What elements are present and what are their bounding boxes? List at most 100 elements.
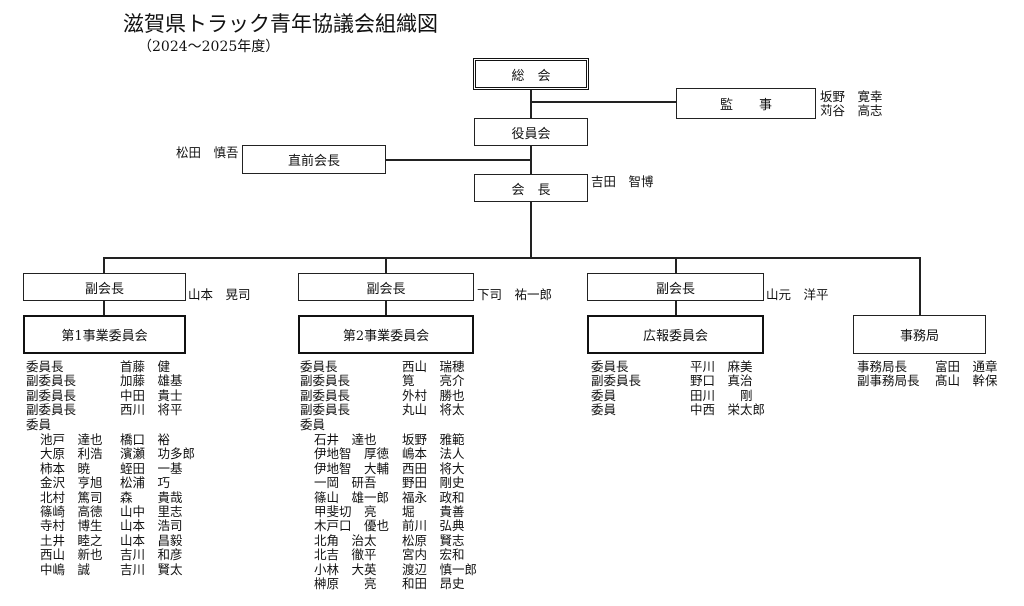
connector-vice-committee-3	[675, 300, 677, 315]
member-name: 筧 亮介	[402, 373, 465, 389]
connector-branch-2	[385, 257, 387, 273]
president-box: 会 長	[474, 174, 588, 202]
role-label: 副委員長	[26, 402, 77, 418]
role-label: 委員	[591, 387, 617, 403]
member-name: 西山 瑞穂	[402, 359, 465, 374]
member-name: 坂野 雅範	[402, 432, 465, 447]
connector-assembly-officers	[530, 90, 532, 118]
role-label: 事務局長	[857, 359, 908, 374]
auditor-box: 監 事	[676, 88, 816, 119]
secretariat-box: 事務局	[853, 315, 986, 354]
member-name: 土井 睦之	[40, 532, 103, 548]
role-label: 副委員長	[300, 373, 351, 389]
member-name: 野田 剛史	[402, 475, 465, 491]
member-name: 山本 昌毅	[120, 532, 183, 548]
member-name: 渡辺 慎一郎	[402, 561, 478, 577]
member-name: 山中 里志	[120, 503, 183, 519]
committee-2-members-b: 坂野 雅範 嶋本 法人 西田 将大 野田 剛史 福永 政和 堀 貴善 前川 弘典…	[402, 432, 478, 591]
vice-president-name-2: 下司 祐一郎	[477, 287, 553, 302]
former-president-name: 松田 慎吾	[176, 145, 239, 160]
role-label: 委員	[591, 402, 617, 418]
member-name: 北村 篤司	[40, 489, 103, 505]
connector-officers-president	[530, 146, 532, 174]
committee-1-role-names: 首藤 健 加藤 雄基 中田 貴士 西川 将平	[120, 359, 183, 418]
connector-former-president	[386, 159, 531, 161]
member-name: 富田 通章	[935, 359, 998, 374]
connector-branch-1	[103, 257, 105, 273]
member-name: 吉川 和彦	[120, 547, 183, 563]
role-label: 委員長	[591, 359, 629, 374]
former-president-box: 直前会長	[242, 145, 386, 174]
member-name: 野口 真治	[690, 373, 753, 389]
member-name: 蛭田 一基	[120, 460, 183, 476]
role-label: 副委員長	[26, 387, 77, 403]
member-name: 松浦 巧	[120, 475, 171, 491]
member-name: 寺村 博生	[40, 518, 103, 534]
member-name: 髙山 幹保	[935, 373, 998, 389]
committee-2-members-a: 石井 達也 伊地智 厚徳 伊地智 大輔 一岡 研吾 篠山 雄一郎 甲斐切 亮 木…	[314, 432, 390, 591]
committee-1-members-b: 橋口 裕 濱瀬 功多郎 蛭田 一基 松浦 巧 森 貴哉 山中 里志 山本 浩司 …	[120, 432, 196, 577]
member-name: 宮内 宏和	[402, 547, 465, 563]
auditor-name-2: 苅谷 高志	[820, 103, 883, 118]
member-name: 中嶋 誠	[40, 561, 91, 577]
vice-president-box-1: 副会長	[23, 273, 186, 301]
member-name: 首藤 健	[120, 359, 171, 374]
connector-auditor	[531, 101, 676, 103]
member-name: 福永 政和	[402, 489, 465, 505]
pr-committee-box: 広報委員会	[587, 315, 764, 354]
role-label: 委員長	[300, 359, 338, 374]
member-name: 北角 治太	[314, 532, 377, 548]
member-name: 丸山 将太	[402, 402, 465, 418]
member-name: 小林 大英	[314, 561, 377, 577]
member-name: 松原 賢志	[402, 532, 465, 548]
connector-president-bus	[530, 202, 532, 258]
committee-2-role-names: 西山 瑞穂 筧 亮介 外村 勝也 丸山 将太	[402, 359, 465, 418]
member-name: 榊原 亮	[314, 575, 377, 591]
connector-branch-3	[675, 257, 677, 273]
member-name: 一岡 研吾	[314, 475, 377, 491]
committee-1-roles: 委員長 副委員長 副委員長 副委員長 委員	[26, 359, 77, 432]
member-name: 北吉 徹平	[314, 547, 377, 563]
role-label: 委員長	[26, 359, 64, 374]
member-name: 甲斐切 亮	[314, 503, 377, 519]
role-label: 副委員長	[300, 387, 351, 403]
role-label: 副委員長	[591, 373, 642, 389]
committee-1-members-a: 池戸 達也 大原 利浩 柿本 暁 金沢 亨旭 北村 篤司 篠崎 高徳 寺村 博生…	[40, 432, 103, 577]
member-name: 大原 利浩	[40, 446, 103, 462]
member-name: 田川 剛	[690, 387, 753, 403]
member-name: 石井 達也	[314, 432, 377, 447]
member-name: 西川 将平	[120, 402, 183, 418]
member-name: 西山 新也	[40, 547, 103, 563]
auditor-name-1: 坂野 寛幸	[820, 89, 883, 104]
page-title: 滋賀県トラック青年協議会組織図	[123, 12, 438, 36]
member-name: 和田 昂史	[402, 575, 465, 591]
vice-president-name-1: 山本 晃司	[188, 287, 251, 302]
committee-1-box: 第1事業委員会	[23, 315, 186, 354]
page-subtitle: （2024～2025年度）	[138, 39, 280, 55]
president-name: 吉田 智博	[591, 174, 654, 189]
role-label: 委員	[300, 416, 326, 432]
secretariat-role-names: 富田 通章 髙山 幹保	[935, 359, 998, 389]
member-name: 柿本 暁	[40, 460, 91, 476]
member-name: 中西 栄太郎	[690, 402, 766, 418]
member-name: 金沢 亨旭	[40, 475, 103, 491]
member-name: 篠山 雄一郎	[314, 489, 390, 505]
vice-president-box-3: 副会長	[587, 273, 764, 301]
member-name: 篠崎 高徳	[40, 503, 103, 519]
officers-box: 役員会	[474, 118, 588, 146]
role-label: 委員	[26, 416, 52, 432]
horizontal-bus	[104, 257, 920, 259]
member-name: 西田 将大	[402, 460, 465, 476]
role-label: 副委員長	[300, 402, 351, 418]
general-assembly-box: 総 会	[473, 58, 589, 90]
member-name: 山本 浩司	[120, 518, 183, 534]
member-name: 池戸 達也	[40, 432, 103, 447]
role-label: 副委員長	[26, 373, 77, 389]
member-name: 吉川 賢太	[120, 561, 183, 577]
vice-president-box-2: 副会長	[298, 273, 474, 301]
member-name: 伊地智 厚徳	[314, 446, 390, 462]
member-name: 加藤 雄基	[120, 373, 183, 389]
member-name: 濱瀬 功多郎	[120, 446, 196, 462]
member-name: 外村 勝也	[402, 387, 465, 403]
member-name: 平川 麻美	[690, 359, 753, 374]
